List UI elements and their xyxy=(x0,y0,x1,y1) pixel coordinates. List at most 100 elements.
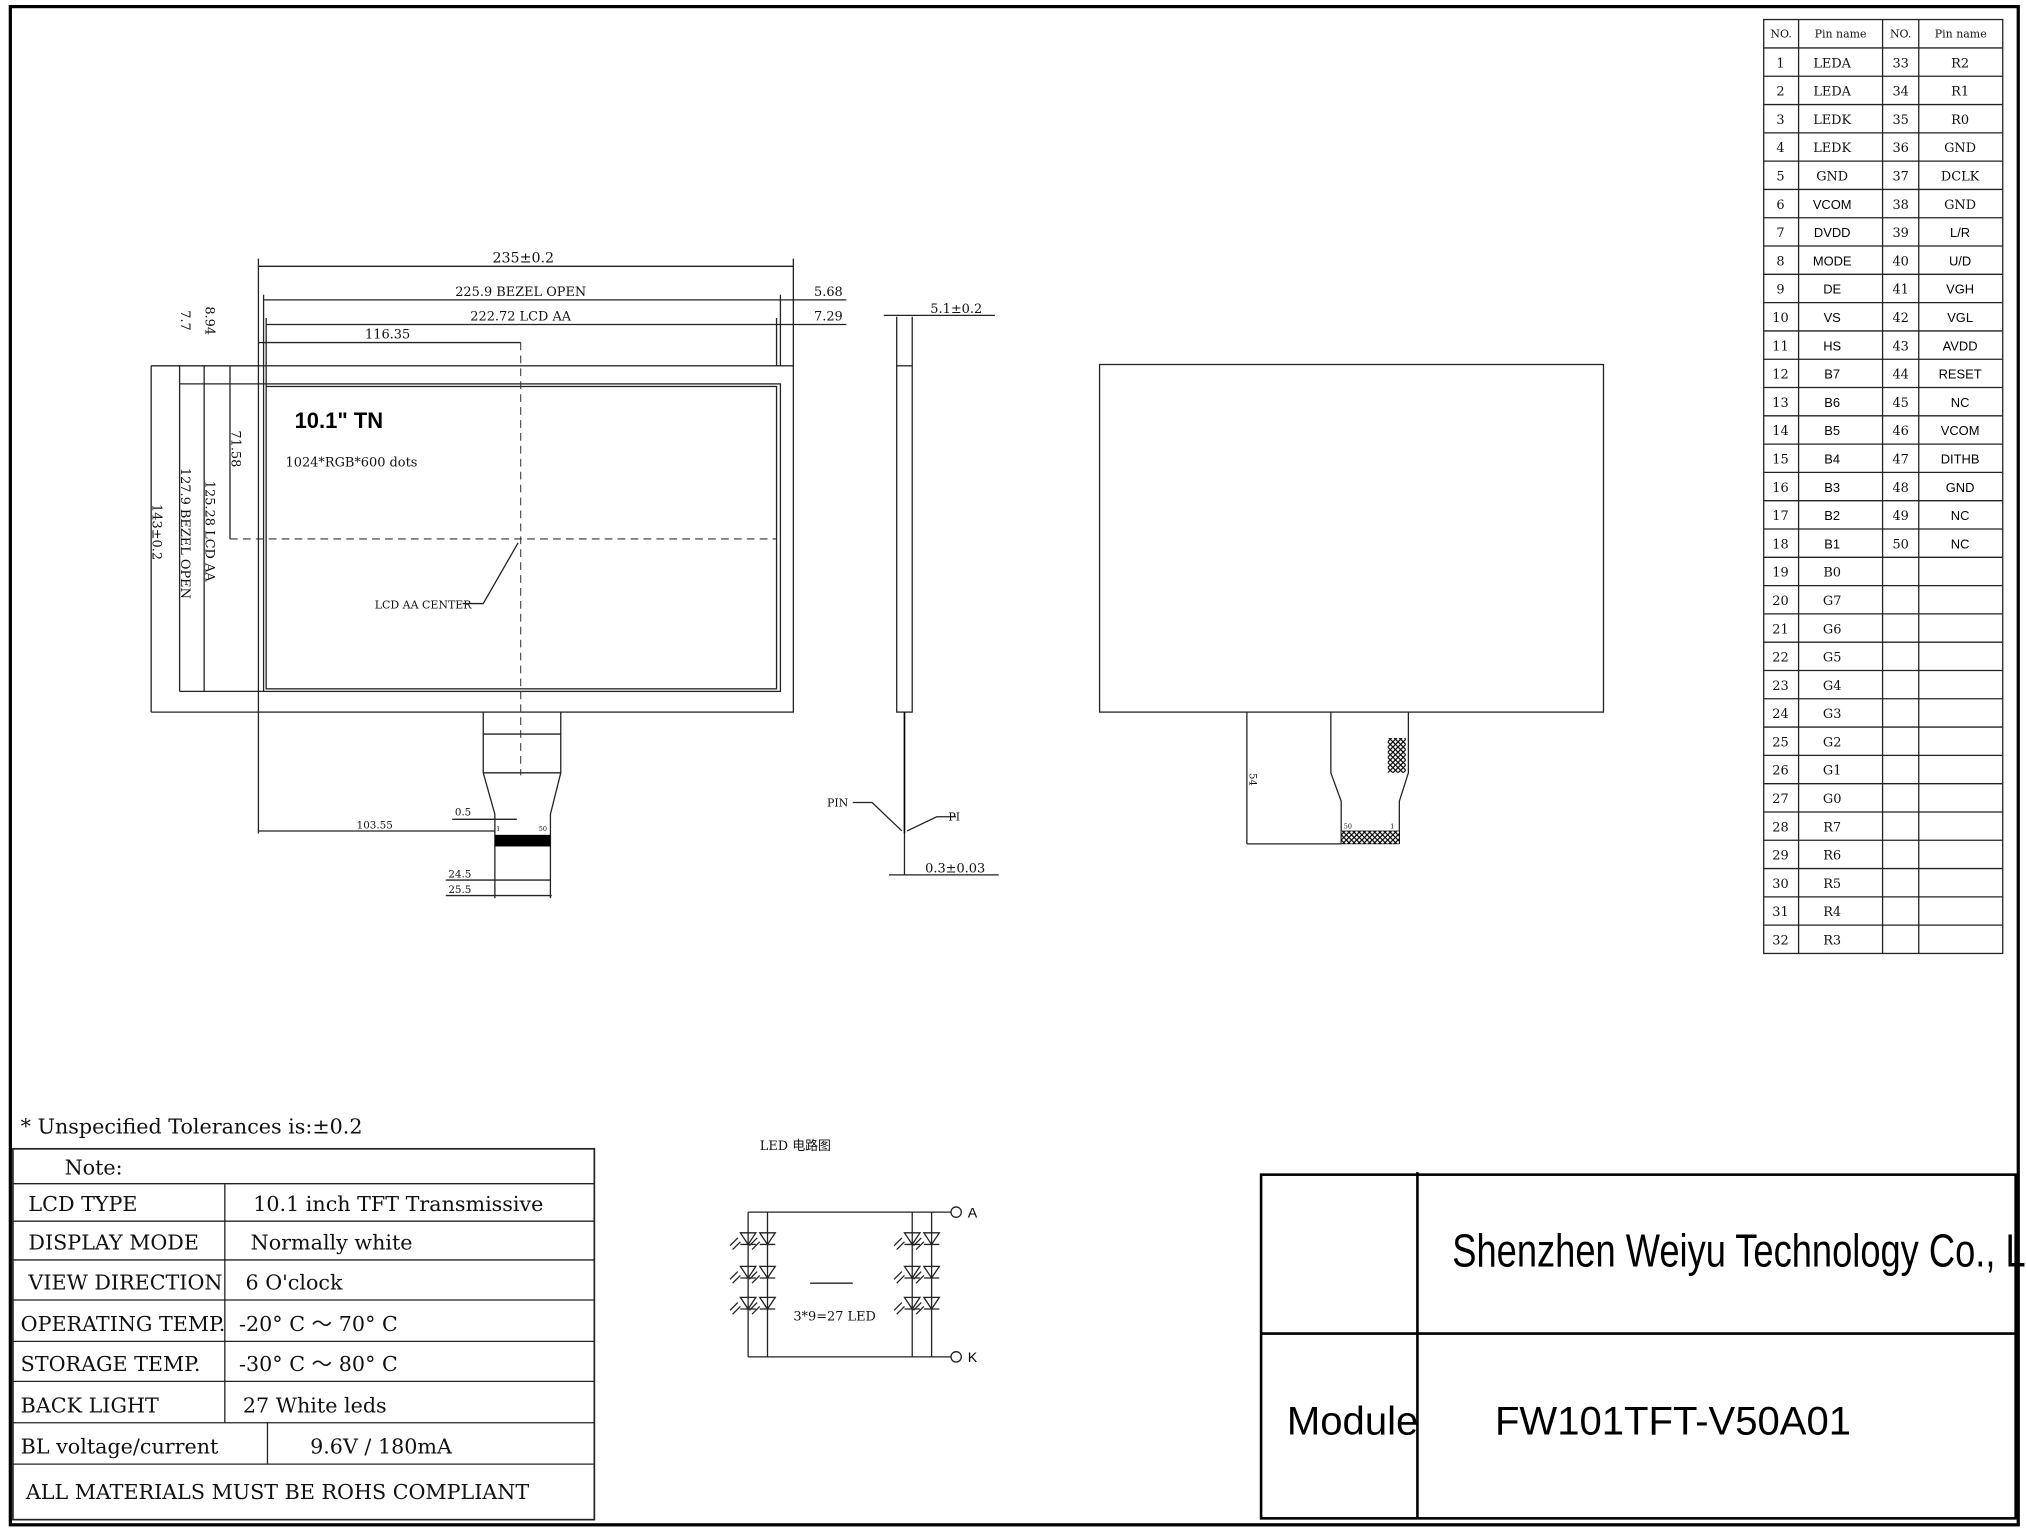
model-number: FW101TFT-V50A01 xyxy=(1495,1399,1851,1443)
pin-number: 13 xyxy=(1772,396,1788,411)
led-diode-icon xyxy=(893,1296,922,1315)
pin-number: 27 xyxy=(1772,792,1788,807)
dim-thickness: 5.1±0.2 xyxy=(930,302,982,317)
pin-number: 1 xyxy=(1776,56,1784,71)
pin-name: U/D xyxy=(1949,253,1971,268)
spec-value: -20° C ～ 70° C xyxy=(239,1312,398,1336)
lcd-active-area xyxy=(265,385,778,690)
pin-number: 37 xyxy=(1892,170,1908,185)
pin-name: G5 xyxy=(1823,651,1842,666)
panel-title: 10.1" TN xyxy=(295,408,384,433)
pin-number: 45 xyxy=(1892,396,1908,411)
dim-fpc-offset: 103.55 xyxy=(357,819,393,831)
pin-number: 22 xyxy=(1772,651,1788,666)
pin-name: B3 xyxy=(1824,480,1840,495)
pin-number: 8 xyxy=(1776,254,1784,269)
pin-row: 5 GND 37 DCLK xyxy=(1776,170,1979,185)
spec-label: LCD TYPE xyxy=(28,1192,137,1216)
spec-label: OPERATING TEMP. xyxy=(21,1312,226,1336)
spec-row: STORAGE TEMP.-30° C ～ 80° C xyxy=(21,1352,398,1376)
pin-name: R6 xyxy=(1823,849,1841,864)
spec-notes: * Unspecified Tolerances is:±0.2 Note: L… xyxy=(12,1114,596,1521)
spec-row: OPERATING TEMP. -20° C ～ 70° C xyxy=(21,1312,398,1336)
pin-number: 48 xyxy=(1892,481,1908,496)
pin-number: 36 xyxy=(1892,141,1908,156)
spec-value: 6 O'clock xyxy=(245,1271,343,1295)
dim-pitch-width: 24.5 xyxy=(448,868,471,880)
anode-label: A xyxy=(968,1205,978,1221)
pin-number: 19 xyxy=(1772,566,1788,581)
dim-center-x: 116.35 xyxy=(365,328,410,343)
pin-number: 42 xyxy=(1892,311,1908,326)
pin-name: AVDD xyxy=(1943,338,1978,353)
fpc-contacts xyxy=(494,834,551,847)
pin-name: R3 xyxy=(1823,934,1841,949)
pin-name: G0 xyxy=(1823,792,1842,807)
pin-name: GND xyxy=(1816,170,1848,185)
spec-label: DISPLAY MODE xyxy=(28,1231,198,1255)
pin-number: 46 xyxy=(1892,424,1908,439)
dim-fpc-width: 25.5 xyxy=(448,884,471,896)
led-diode-icon xyxy=(729,1232,758,1251)
pin-name: VGH xyxy=(1946,282,1974,297)
led-diode-icon xyxy=(748,1296,777,1315)
pin-name: VGL xyxy=(1947,310,1973,325)
pin-number: 6 xyxy=(1776,198,1784,213)
dim-top-aa: 8.94 xyxy=(201,306,216,335)
spec-label: BACK LIGHT xyxy=(21,1393,159,1417)
drawing-border xyxy=(8,4,2020,1527)
led-diode-icon xyxy=(913,1296,941,1315)
pin-number: 5 xyxy=(1776,170,1784,185)
pin-name: R7 xyxy=(1823,820,1841,835)
led-circuit-title: LED 电路图 xyxy=(760,1138,831,1154)
pi-label: PI xyxy=(948,811,960,824)
led-diode-icon xyxy=(893,1232,922,1251)
cathode-label: K xyxy=(968,1350,978,1366)
pin-name: G6 xyxy=(1823,622,1842,637)
pin-name: LEDA xyxy=(1813,56,1851,71)
pin-name: DCLK xyxy=(1941,170,1980,185)
pin-name: L/R xyxy=(1950,225,1970,240)
pin-name: B0 xyxy=(1823,566,1841,581)
pin-number: 32 xyxy=(1772,934,1788,949)
pin-number: 25 xyxy=(1772,735,1788,750)
pin-number: 29 xyxy=(1772,849,1788,864)
pin-name: VCOM xyxy=(1941,423,1980,438)
pin-name: G7 xyxy=(1823,594,1842,609)
dim-right-bezel: 5.68 xyxy=(814,285,843,300)
pin-number: 11 xyxy=(1772,339,1788,354)
pin-number: 35 xyxy=(1892,113,1908,128)
dim-bezel-width: 225.9 BEZEL OPEN xyxy=(455,285,586,300)
pin-name: NC xyxy=(1951,536,1970,551)
pin-number: 24 xyxy=(1772,707,1788,722)
pin-number: 21 xyxy=(1772,622,1788,637)
pin-number: 3 xyxy=(1776,113,1784,128)
pin-number: 7 xyxy=(1776,226,1784,241)
pin-row: 32 R3 xyxy=(1772,934,1841,949)
dim-fpc-thickness: 0.3±0.03 xyxy=(925,861,985,876)
pin-number: 15 xyxy=(1772,452,1788,467)
note-label: Note: xyxy=(65,1156,123,1180)
pin-number: 30 xyxy=(1772,877,1788,892)
pin-number: 4 xyxy=(1776,141,1784,156)
pin-number: 44 xyxy=(1892,368,1908,383)
